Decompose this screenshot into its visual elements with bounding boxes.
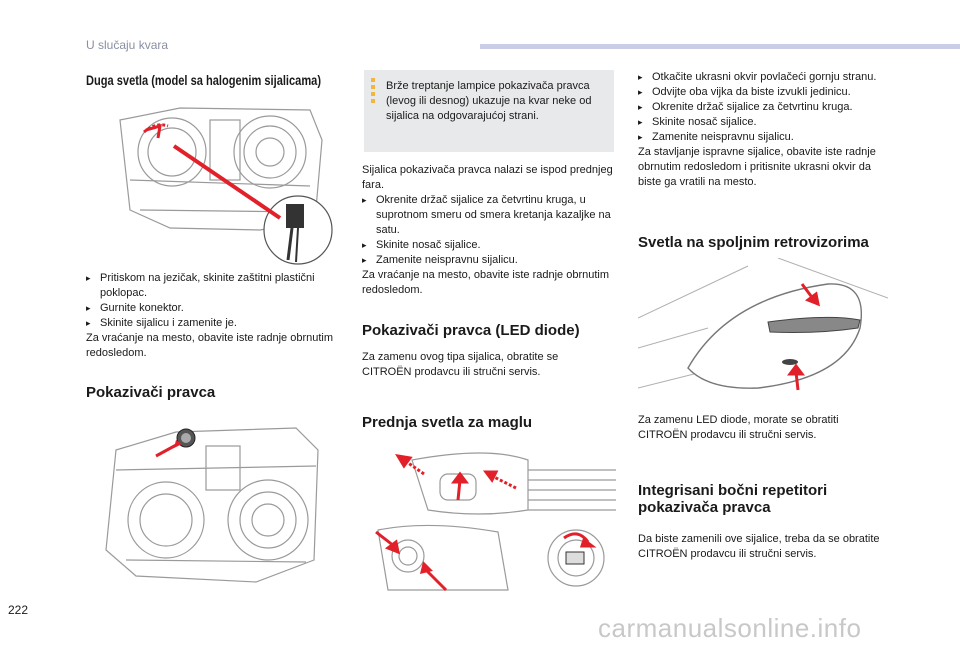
- high-beam-steps: Pritiskom na jezičak, skinite zaštitni p…: [86, 271, 348, 361]
- step-item: Skinite nosač sijalice.: [638, 115, 888, 130]
- step-item: Zamenite neispravnu sijalicu.: [362, 253, 617, 268]
- info-box: Brže treptanje lampice pokazivača pravca…: [364, 70, 614, 152]
- fog-steps: Otkačite ukrasni okvir povlačeći gornju …: [638, 70, 888, 190]
- fog-note: Za stavljanje ispravne sijalice, obavite…: [638, 146, 876, 188]
- section-header: U slučaju kvara: [86, 38, 169, 52]
- turn-signal-note: Za vraćanje na mesto, obavite iste radnj…: [362, 269, 610, 296]
- repeater-text: Da biste zamenili ove sijalice, treba da…: [638, 533, 880, 560]
- step-item: Skinite sijalicu i zamenite je.: [86, 316, 348, 331]
- step-item: Otkačite ukrasni okvir povlačeći gornju …: [638, 70, 888, 85]
- warning-stripe-icon: [371, 78, 375, 104]
- header-bar: [480, 44, 960, 49]
- high-beam-illustration: [110, 100, 338, 268]
- fog-title: Prednja svetla za maglu: [362, 414, 533, 431]
- step-item: Pritiskom na jezičak, skinite zaštitni p…: [86, 271, 348, 301]
- turn-signal-title: Pokazivači pravca: [86, 384, 216, 401]
- step-item: Okrenite držač sijalice za četvrtinu kru…: [638, 100, 888, 115]
- page-number: 222: [8, 603, 29, 617]
- high-beam-title: Duga svetla (model sa halogenim sijalica…: [86, 73, 322, 88]
- led-text: Za zamenu ovog tipa sijalica, obratite s…: [362, 351, 559, 378]
- step-item: Okrenite držač sijalice za četvrtinu kru…: [362, 193, 617, 238]
- step-item: Gurnite konektor.: [86, 301, 348, 316]
- step-item: Zamenite neispravnu sijalicu.: [638, 130, 888, 145]
- mirror-text: Za zamenu LED diode, morate se obratiti …: [638, 414, 839, 441]
- mirror-title: Svetla na spoljnim retrovizorima: [638, 234, 869, 251]
- step-item: Skinite nosač sijalice.: [362, 238, 617, 253]
- repeater-title: Integrisani bočni repetitori pokazivača …: [638, 482, 828, 516]
- info-text: Brže treptanje lampice pokazivača pravca…: [386, 80, 592, 122]
- step-item: Odvijte oba vijka da biste izvukli jedin…: [638, 85, 888, 100]
- mirror-illustration: [638, 258, 888, 406]
- turn-signal-steps: Sijalica pokazivača pravca nalazi se isp…: [362, 163, 617, 298]
- fog-light-illustration: [368, 440, 616, 596]
- watermark: carmanualsonline.info: [598, 613, 862, 643]
- turn-signal-intro: Sijalica pokazivača pravca nalazi se isp…: [362, 164, 613, 191]
- turn-signal-illustration: [86, 410, 348, 592]
- led-title: Pokazivači pravca (LED diode): [362, 322, 580, 339]
- high-beam-note: Za vraćanje na mesto, obavite iste radnj…: [86, 332, 334, 359]
